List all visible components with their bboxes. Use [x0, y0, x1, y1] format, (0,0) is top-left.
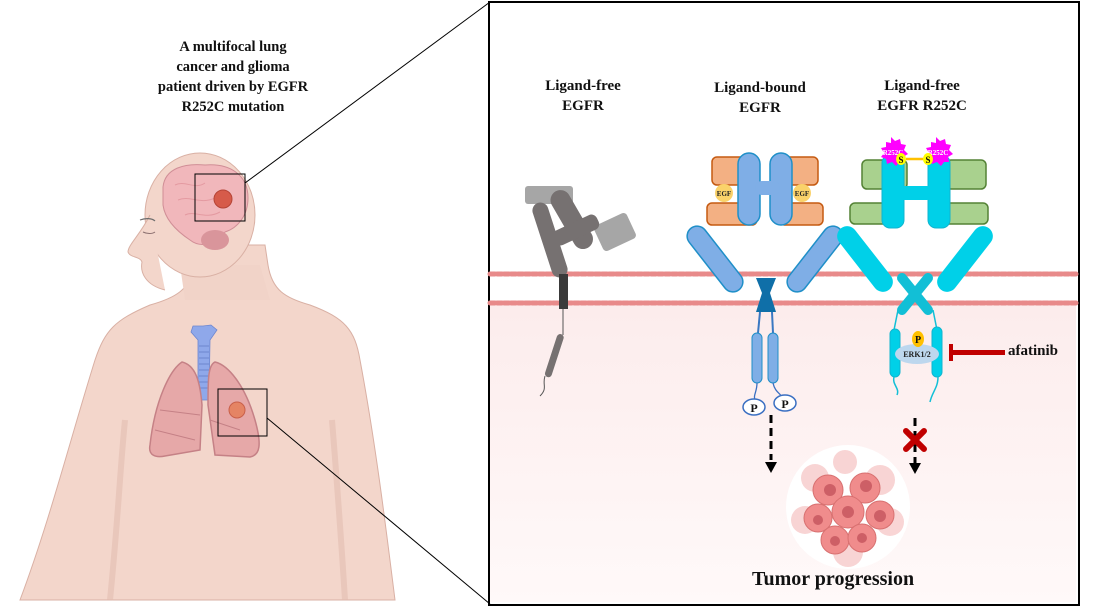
phospho-label: P	[781, 397, 788, 411]
column-title-egfr-r252c: Ligand-free EGFR R252C	[862, 76, 982, 116]
title-line: EGFR	[562, 98, 604, 114]
lung-tumor	[228, 401, 246, 419]
erk-kinase	[895, 344, 939, 364]
title-line: patient driven by EGFR	[157, 79, 309, 95]
patient-description-title: A multifocal lung cancer and glioma pati…	[128, 37, 338, 117]
title-line: Ligand-bound	[714, 80, 806, 96]
title-line: Ligand-free	[545, 78, 621, 94]
phospho-label: P	[750, 401, 757, 415]
disulfide-label: S	[925, 155, 930, 165]
egf-ligand-label: EGF	[717, 190, 731, 198]
human-body-figure	[19, 1, 491, 605]
brain-zoom-box	[194, 173, 246, 222]
column-title-ligand-bound-egfr: Ligand-bound EGFR	[700, 78, 820, 118]
disulfide-label: S	[898, 155, 903, 165]
title-line: EGFR	[739, 100, 781, 116]
tumor-cell-cluster	[786, 445, 910, 569]
lung-zoom-box	[217, 388, 268, 437]
title-line: EGFR R252C	[877, 98, 967, 114]
title-line: Ligand-free	[884, 78, 960, 94]
signaling-arrow-blocked	[903, 418, 927, 474]
mutation-label: R252C	[883, 149, 904, 157]
ligand-free-egfr-receptor	[525, 186, 636, 397]
signaling-arrow-active	[765, 415, 777, 473]
afatinib-label: afatinib	[1008, 343, 1059, 359]
egf-ligand-label: EGF	[795, 190, 809, 198]
blocked-x-icon	[903, 428, 927, 452]
tumor-progression-label: Tumor progression	[752, 568, 915, 590]
title-line: A multifocal lung	[179, 39, 287, 55]
cell-membrane	[487, 271, 1079, 602]
title-line: R252C mutation	[181, 99, 285, 115]
brain-tumor	[213, 189, 233, 209]
ligand-bound-egfr-receptor: EGF EGF P P	[686, 152, 844, 416]
erk-label: ERK1/2	[903, 350, 931, 359]
phospho-label: P	[915, 335, 921, 346]
column-title-ligand-free-egfr: Ligand-free EGFR	[533, 76, 633, 116]
afatinib-inhibition-symbol	[949, 344, 1005, 361]
title-line: cancer and glioma	[176, 59, 290, 75]
egfr-r252c-receptor: R252C R252C S S ERK1/2 P	[837, 137, 993, 403]
mutation-label: R252C	[928, 149, 949, 157]
